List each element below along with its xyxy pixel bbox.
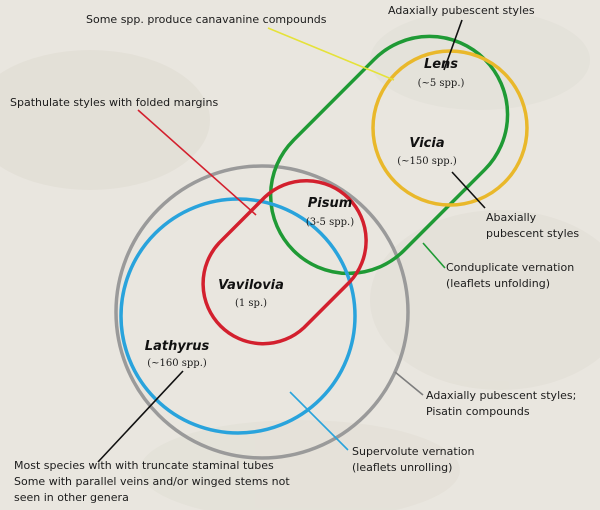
genus-vavilovia-count: (1 sp.) [235,298,267,309]
genus-vicia-name: Vicia [409,136,444,151]
annotation-lathyrus-line3: seen in other genera [14,491,129,504]
annotation-adaxial-styles: Adaxially pubescent styles [388,4,535,17]
genus-pisum-count: (3-5 spp.) [306,217,354,228]
genus-lathyrus-name: Lathyrus [145,339,210,354]
annotation-adaxial-pisatin-line2: Pisatin compounds [426,405,530,418]
annotation-conduplicate-line1: Conduplicate vernation [446,261,574,274]
gray-circle-outline [114,164,410,460]
genus-vicia-count: (~150 spp.) [397,156,457,167]
annotation-abaxial-line2: pubescent styles [486,227,579,240]
annotation-adaxial-pisatin-line1: Adaxially pubescent styles; [426,389,576,402]
green-stadium-outline [268,34,510,276]
adaxial-pisatin-leader [394,371,424,396]
annotation-abaxial-line1: Abaxially [486,211,537,224]
blue-circle-outline [119,197,357,435]
supervolute-leader [289,391,349,451]
genus-pisum-name: Pisum [308,196,353,211]
genus-lens-count: (~5 spp.) [418,78,465,89]
canavanine-leader [267,27,395,81]
annotation-spathulate: Spathulate styles with folded margins [10,96,218,109]
annotation-canavanine: Some spp. produce canavanine compounds [86,13,327,26]
annotation-conduplicate-line2: (leaflets unfolding) [446,277,550,290]
genus-lathyrus-count: (~160 spp.) [147,358,207,369]
red-stadium-outline [201,178,368,346]
abaxial-leader [451,171,486,209]
genus-lens-name: Lens [424,57,458,72]
lathyrus-leader [97,370,184,463]
spathulate-leader [137,109,257,216]
conduplicate-leader [422,242,446,269]
adaxial-top-leader [443,19,463,71]
genus-vavilovia-name: Vavilovia [218,278,284,293]
annotation-lathyrus-line2: Some with parallel veins and/or winged s… [14,475,290,488]
annotation-supervolute-line1: Supervolute vernation [352,445,474,458]
annotation-lathyrus-line1: Most species with with truncate staminal… [14,459,274,472]
background-texture [0,10,600,510]
annotation-supervolute-line2: (leaflets unrolling) [352,461,452,474]
